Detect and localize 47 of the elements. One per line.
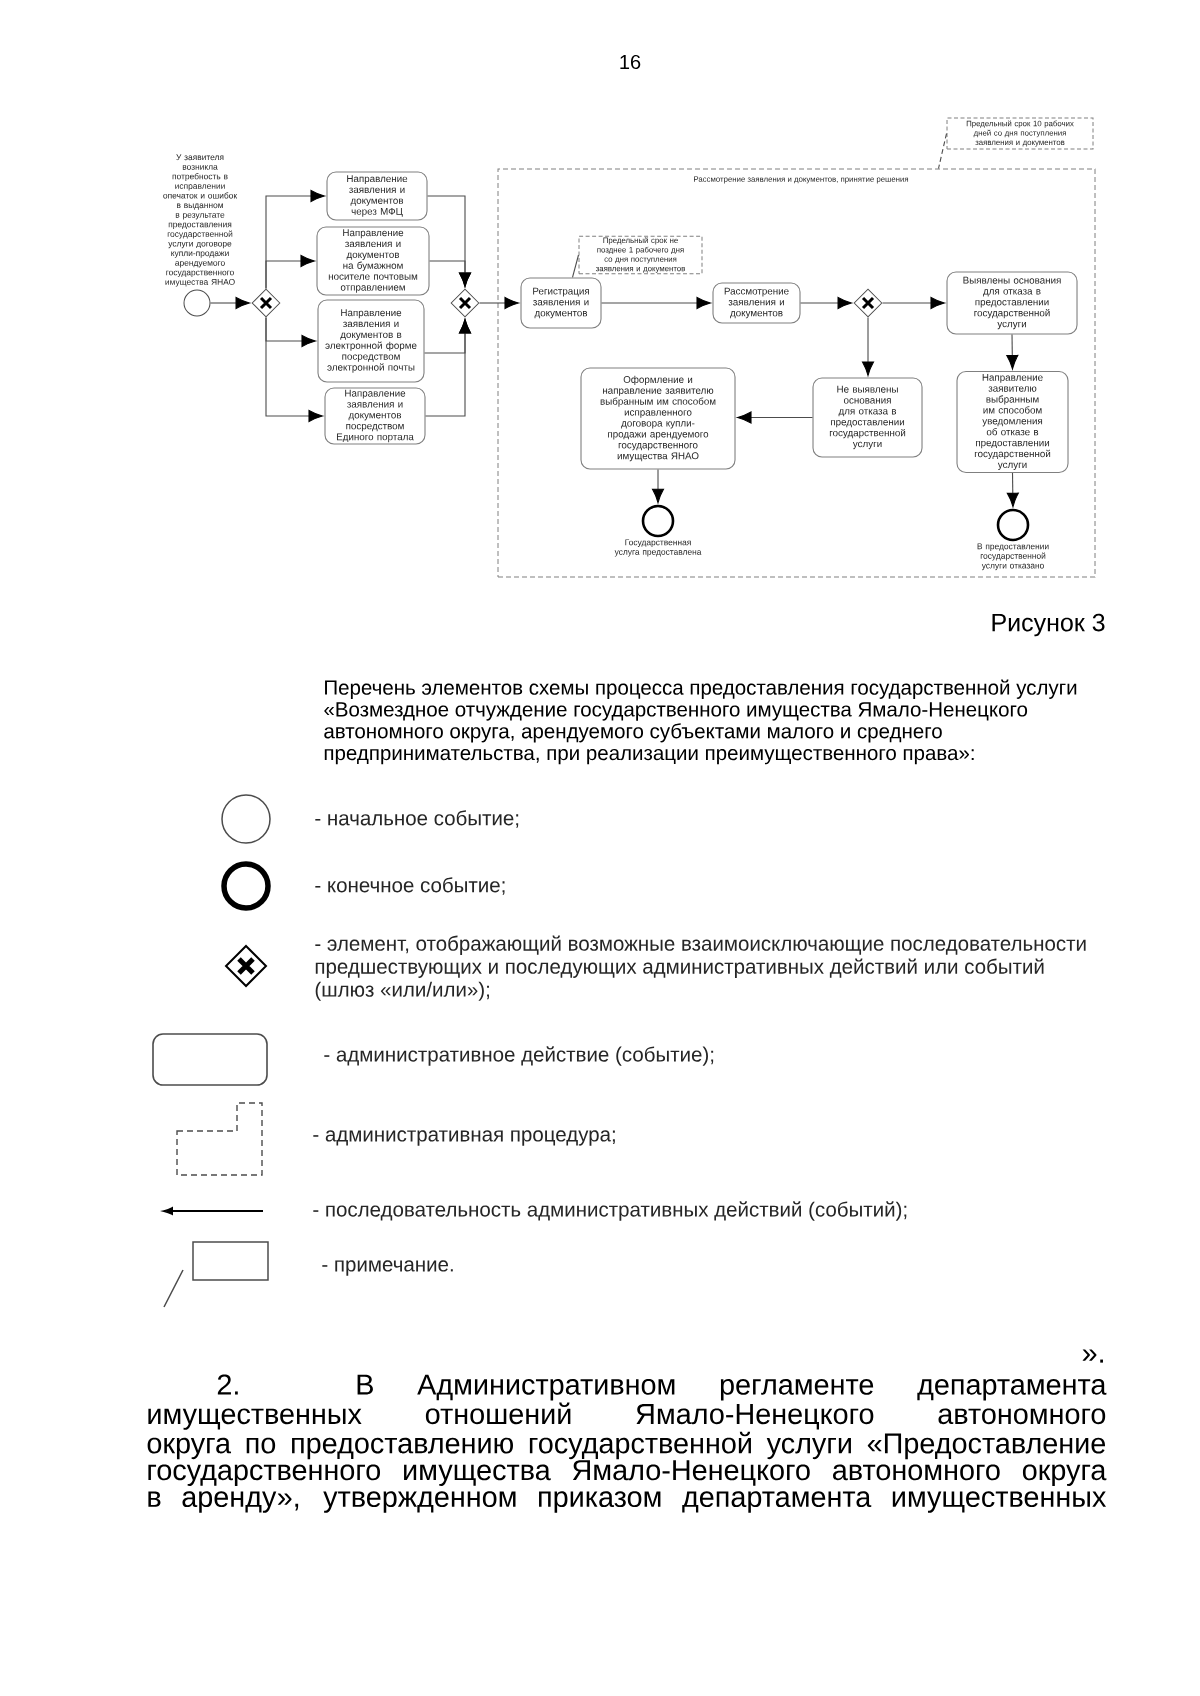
legend-text: - элемент, отображающий возможные взаимоисключающие последовательности предшествующих и последующих административных действий или событий (шлюз «или/или»); (315, 935, 1086, 1001)
closing-quote: ». (1082, 1349, 1103, 1363)
leader-line (937, 132, 948, 170)
gateway-diamond (853, 288, 883, 318)
arrow (478, 296, 519, 310)
legend-text: - начальное событие; (315, 810, 519, 828)
arrow (601, 296, 711, 310)
event-label: У заявителя возникла потребность в исправлении опечаток и ошибок в выданном в результате предоставления государственной услуги договоре купли-продажи арендуемого государственного имущества ЯНАО (163, 154, 238, 287)
arrow (209, 296, 250, 310)
page-number: 16 (620, 54, 641, 70)
arrow (429, 260, 472, 287)
process-box: Оформление и направление заявителю выбранным им способом исправленного договора купли-продажи арендуемого государственного имущества ЯНАО (580, 367, 736, 470)
legend-text: - последовательность административных действий (событий); (313, 1201, 907, 1221)
arrow (861, 316, 875, 376)
body-paragraph: 2. В Административном регламенте департамента имущественных отношений Ямало-Ненецкого автономного округа по предоставлению государственной услуги «Предоставление государственного имущества Ямало-Ненецкого автономного округа в аренду», утвержденном приказом департамента имущественных (147, 1374, 1107, 1513)
legend-text: - административное действие (событие); (324, 1046, 714, 1066)
legend-heading: Перечень элементов схемы процесса предоставления государственной услуги «Возмездное отчуждение государственного имущества Ямало-Ненецкого автономного округа, арендуемого субъектами малого и среднего предпринимательства, при реализации преимущественного права»: (324, 679, 1077, 765)
arrow (424, 319, 472, 354)
event-label: В предоставлении государственной услуги отказано (977, 543, 1049, 571)
gateway-diamond (251, 288, 281, 318)
arrow (881, 296, 945, 310)
gateway-diamond (450, 288, 480, 318)
process-box: Рассмотрение заявления и документов (712, 282, 801, 324)
legend-text: - примечание. (322, 1260, 453, 1276)
process-box: Регистрация заявления и документов (520, 277, 602, 329)
process-box: Направление заявления и документов посредством Единого портала (324, 387, 426, 445)
process-box: Направление заявителю выбранным им способом уведомления об отказе в предоставлении государственной услуги (956, 370, 1069, 474)
arrow (1006, 334, 1019, 370)
event-label: Государственная услуга предоставлена (614, 539, 702, 557)
end-event-circle (996, 508, 1030, 542)
arrow (1006, 472, 1019, 508)
arrow (265, 254, 315, 290)
arrow (265, 316, 323, 423)
process-box: Не выявлены основания для отказа в предоставлении государственной услуги (812, 377, 923, 458)
arrow (800, 296, 852, 310)
arrow (651, 469, 665, 504)
legend-text: - конечное событие; (315, 877, 505, 895)
figure-caption: Рисунок 3 (992, 613, 1105, 637)
arrow (737, 411, 813, 424)
end-event-circle (641, 504, 675, 538)
process-box: Направление заявления и документов на бумажном носителе почтовым отправлением (316, 226, 430, 296)
process-box: Направление заявления и документов в электронной форме посредством электронной почты (317, 299, 425, 383)
process-box: Направление заявления и документов через МФЦ (326, 171, 428, 221)
process-box: Выявлены основания для отказа в предоставлении государственной услуги (946, 271, 1078, 335)
leader-line (571, 254, 580, 278)
legend-text: - административная процедура; (313, 1130, 615, 1146)
start-event-circle (183, 289, 211, 317)
